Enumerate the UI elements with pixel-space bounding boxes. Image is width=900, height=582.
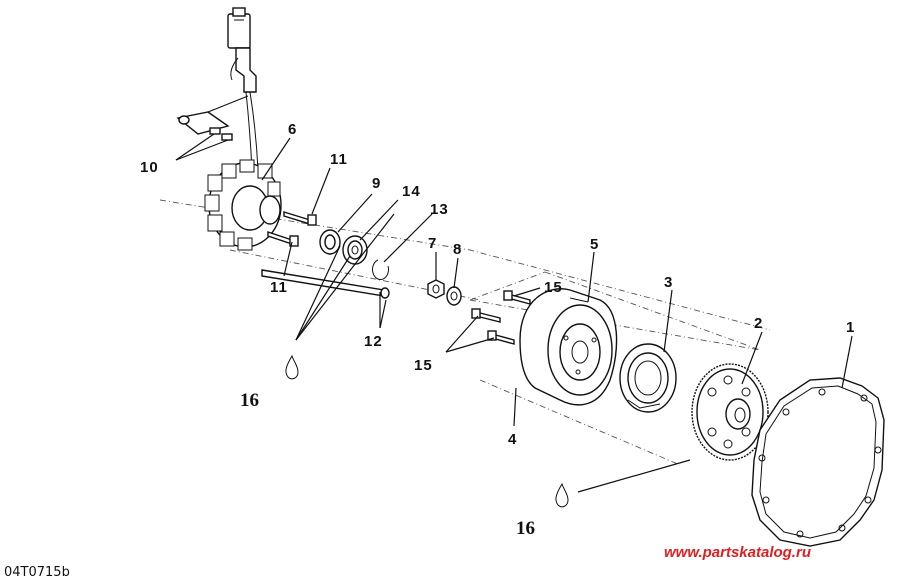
callout-13: 13 [430, 201, 449, 218]
callout-1: 1 [846, 319, 855, 336]
callout-9: 9 [372, 175, 381, 192]
callout-4: 4 [508, 431, 517, 448]
callout-16-left: 16 [240, 390, 259, 411]
watermark: www.partskatalog.ru [664, 544, 811, 561]
oil-drop-icon [285, 354, 299, 380]
callout-14: 14 [402, 183, 421, 200]
callout-16-bottom: 16 [516, 518, 535, 539]
oil-seal [319, 229, 341, 255]
callout-10: 10 [140, 159, 159, 176]
callout-6: 6 [288, 121, 297, 138]
callout-labels: 1 2 3 4 5 6 7 8 9 10 11 11 12 13 14 15 1… [140, 121, 855, 539]
callout-5: 5 [590, 236, 599, 253]
flywheel-rotor [519, 288, 618, 406]
callout-7: 7 [428, 235, 437, 252]
stator-coil [204, 159, 282, 251]
oil-drop-icon [555, 482, 569, 508]
stator-screws [267, 211, 317, 247]
callout-12: 12 [364, 333, 383, 350]
wire-clamp [176, 95, 249, 141]
flywheel-nut [427, 279, 445, 299]
starter-driven-gear [691, 363, 769, 461]
circlip [372, 259, 389, 280]
callout-15-top: 15 [544, 279, 563, 296]
leader-lines [175, 133, 853, 493]
drawing-code: 04T0715b [4, 565, 70, 580]
callout-15-left: 15 [414, 357, 433, 374]
callout-3: 3 [664, 274, 673, 291]
starter-clutch [619, 343, 677, 413]
washer [446, 286, 462, 306]
cover-gasket [751, 377, 885, 547]
callout-11-bottom: 11 [270, 279, 288, 296]
bearing [342, 235, 368, 265]
callout-2: 2 [754, 315, 763, 332]
callout-8: 8 [453, 241, 462, 258]
callout-11-top: 11 [330, 151, 348, 168]
